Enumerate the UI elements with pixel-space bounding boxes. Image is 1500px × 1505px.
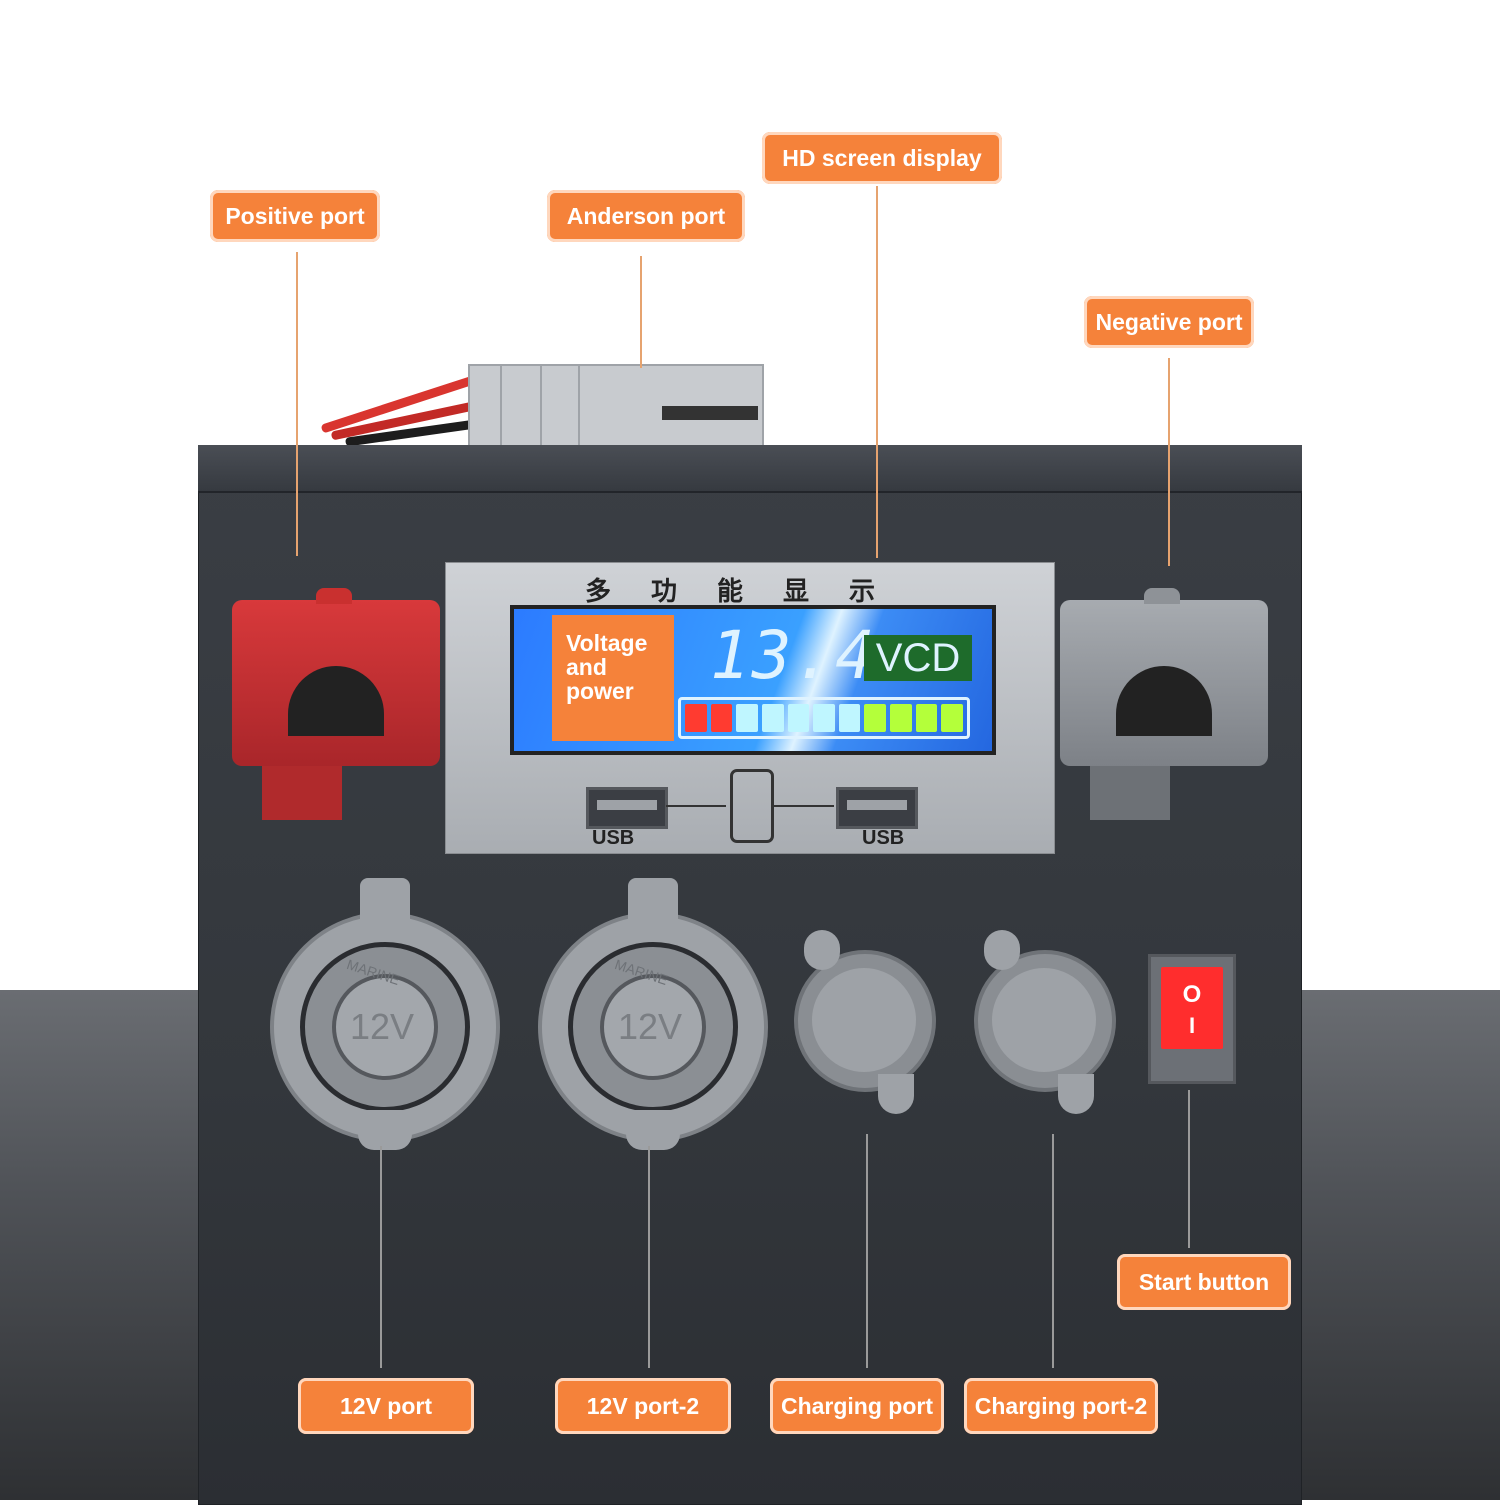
leader-12v-2 bbox=[648, 1146, 650, 1368]
usb-port-left[interactable] bbox=[586, 787, 668, 829]
panel-title: 多功能显示 bbox=[584, 576, 915, 606]
positive-terminal[interactable] bbox=[232, 588, 440, 820]
usb-link-left bbox=[666, 805, 726, 807]
battery-segment bbox=[787, 704, 810, 732]
leader-positive bbox=[296, 252, 298, 556]
callout-negative-port: Negative port bbox=[1084, 296, 1254, 348]
leader-charging bbox=[866, 1134, 868, 1368]
rocker-on-symbol: O bbox=[1182, 981, 1202, 1008]
battery-segment bbox=[915, 704, 938, 732]
callout-start-button: Start button bbox=[1117, 1254, 1291, 1310]
anderson-connector[interactable] bbox=[468, 364, 764, 448]
callout-charging-port: Charging port bbox=[770, 1378, 944, 1434]
battery-segment bbox=[813, 704, 835, 732]
negative-terminal[interactable] bbox=[1060, 588, 1268, 820]
callout-anderson-port: Anderson port bbox=[547, 190, 745, 242]
callout-charging-port-2: Charging port-2 bbox=[964, 1378, 1158, 1434]
socket-12v-1[interactable]: MARINE 12V bbox=[270, 878, 500, 1150]
leader-hd-screen bbox=[876, 186, 878, 558]
callout-12v-port-2: 12V port-2 bbox=[555, 1378, 731, 1434]
battery-segment bbox=[864, 704, 887, 732]
phone-icon bbox=[730, 769, 774, 843]
display-panel: 多功能显示 Voltage and power 13.4 VCD USB USB bbox=[445, 562, 1055, 854]
socket-rating: 12V bbox=[350, 1006, 415, 1047]
voltage-readout: 13.4 bbox=[710, 617, 877, 694]
battery-segment bbox=[736, 704, 758, 732]
callout-hd-screen: HD screen display bbox=[762, 132, 1002, 184]
leader-start bbox=[1188, 1090, 1190, 1248]
leader-12v bbox=[380, 1146, 382, 1368]
socket-12v-2[interactable]: MARINE 12V bbox=[538, 878, 768, 1150]
rocker-off-symbol: I bbox=[1188, 1013, 1196, 1038]
usb-label-left: USB bbox=[592, 827, 635, 849]
battery-segment bbox=[710, 704, 733, 732]
charging-port-2[interactable] bbox=[974, 930, 1116, 1114]
usb-label-right: USB bbox=[862, 827, 905, 849]
leader-negative bbox=[1168, 358, 1170, 566]
lcd-screen: Voltage and power 13.4 VCD bbox=[510, 605, 996, 755]
leader-charging-2 bbox=[1052, 1134, 1054, 1368]
battery-segment bbox=[838, 704, 861, 732]
start-rocker-switch[interactable]: O I bbox=[1148, 954, 1236, 1084]
battery-segment bbox=[941, 704, 964, 732]
battery-segment bbox=[890, 704, 912, 732]
callout-positive-port: Positive port bbox=[210, 190, 380, 242]
battery-lid bbox=[198, 445, 1302, 493]
usb-port-right[interactable] bbox=[836, 787, 918, 829]
battery-level-bar bbox=[678, 697, 970, 739]
callout-12v-port: 12V port bbox=[298, 1378, 474, 1434]
rocker-face[interactable]: O I bbox=[1161, 967, 1223, 1049]
battery-segment bbox=[685, 704, 707, 732]
leader-anderson bbox=[640, 256, 642, 368]
socket-rating-2: 12V bbox=[618, 1006, 683, 1047]
voltage-unit: VCD bbox=[864, 635, 972, 681]
battery-segment bbox=[761, 704, 784, 732]
charging-port-1[interactable] bbox=[794, 930, 936, 1114]
usb-link-right bbox=[774, 805, 834, 807]
lcd-label: Voltage and power bbox=[552, 615, 674, 741]
